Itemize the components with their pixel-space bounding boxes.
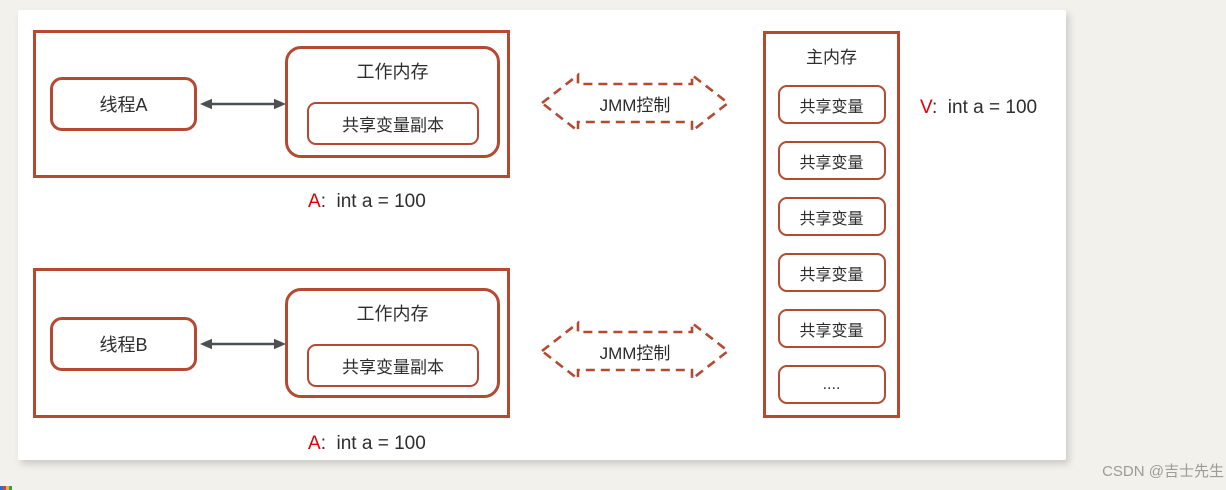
dashed-double-arrow-icon [540, 72, 730, 134]
dashed-double-arrow-icon [540, 320, 730, 382]
memory-slot: 共享变量 [777, 85, 886, 124]
memory-slot-label: 共享变量 [799, 210, 864, 228]
memory-slot-label: 共享变量 [799, 98, 864, 116]
memory-slot: 共享变量 [777, 141, 886, 180]
memory-slot-label: 共享变量 [799, 266, 864, 284]
bidirectional-arrow-icon [199, 96, 287, 112]
jmm-control-arrow-bottom: JMM控制 [540, 320, 730, 382]
memory-slot-ellipsis: .... [777, 365, 886, 404]
thread-b-group: 线程B 工作内存 共享变量副本 [33, 268, 510, 418]
annotation-a-value: : int a = 100 [320, 191, 426, 212]
annotation-thread-a: A: int a = 100 [308, 191, 426, 213]
annotation-v-value: : int a = 100 [931, 97, 1038, 118]
work-memory-b-title: 工作内存 [356, 304, 429, 324]
memory-slot-label: 共享变量 [799, 322, 864, 340]
thread-a-group: 线程A 工作内存 共享变量副本 [33, 30, 510, 178]
annotation-main-memory-v: V: int a = 100 [920, 97, 1037, 119]
work-memory-a-title: 工作内存 [356, 62, 429, 82]
thread-a-box: 线程A [50, 77, 197, 131]
jmm-control-label: JMM控制 [599, 343, 671, 363]
shared-copy-a-label: 共享变量副本 [342, 116, 444, 135]
thread-a-label: 线程A [99, 95, 148, 115]
memory-slot: 共享变量 [777, 309, 886, 348]
main-memory-box: 主内存 共享变量 共享变量 共享变量 共享变量 共享变量 .... [763, 31, 900, 418]
jmm-control-arrow-top: JMM控制 [540, 72, 730, 134]
memory-slot: 共享变量 [777, 197, 886, 236]
shared-copy-b-box: 共享变量副本 [307, 344, 479, 387]
bidirectional-arrow-icon [199, 336, 287, 352]
thread-b-label: 线程B [99, 335, 148, 355]
annotation-b-letter: A [308, 433, 321, 454]
annotation-a-letter: A [308, 191, 321, 212]
shared-copy-a-box: 共享变量副本 [307, 102, 479, 145]
memory-slot-label: 共享变量 [799, 154, 864, 172]
thread-b-box: 线程B [50, 317, 197, 371]
annotation-v-letter: V [920, 97, 932, 118]
work-memory-a-box: 工作内存 共享变量副本 [285, 46, 500, 158]
annotation-b-value: : int a = 100 [320, 433, 426, 454]
work-memory-b-box: 工作内存 共享变量副本 [285, 288, 500, 398]
cropped-corner-icon [0, 486, 12, 490]
main-memory-title: 主内存 [806, 48, 857, 67]
csdn-watermark: CSDN @吉士先生 [1102, 463, 1224, 480]
annotation-thread-b: A: int a = 100 [308, 433, 426, 455]
shared-copy-b-label: 共享变量副本 [342, 358, 444, 377]
memory-slot: 共享变量 [777, 253, 886, 292]
jmm-control-label: JMM控制 [599, 95, 671, 115]
memory-slot-label: .... [822, 375, 841, 393]
